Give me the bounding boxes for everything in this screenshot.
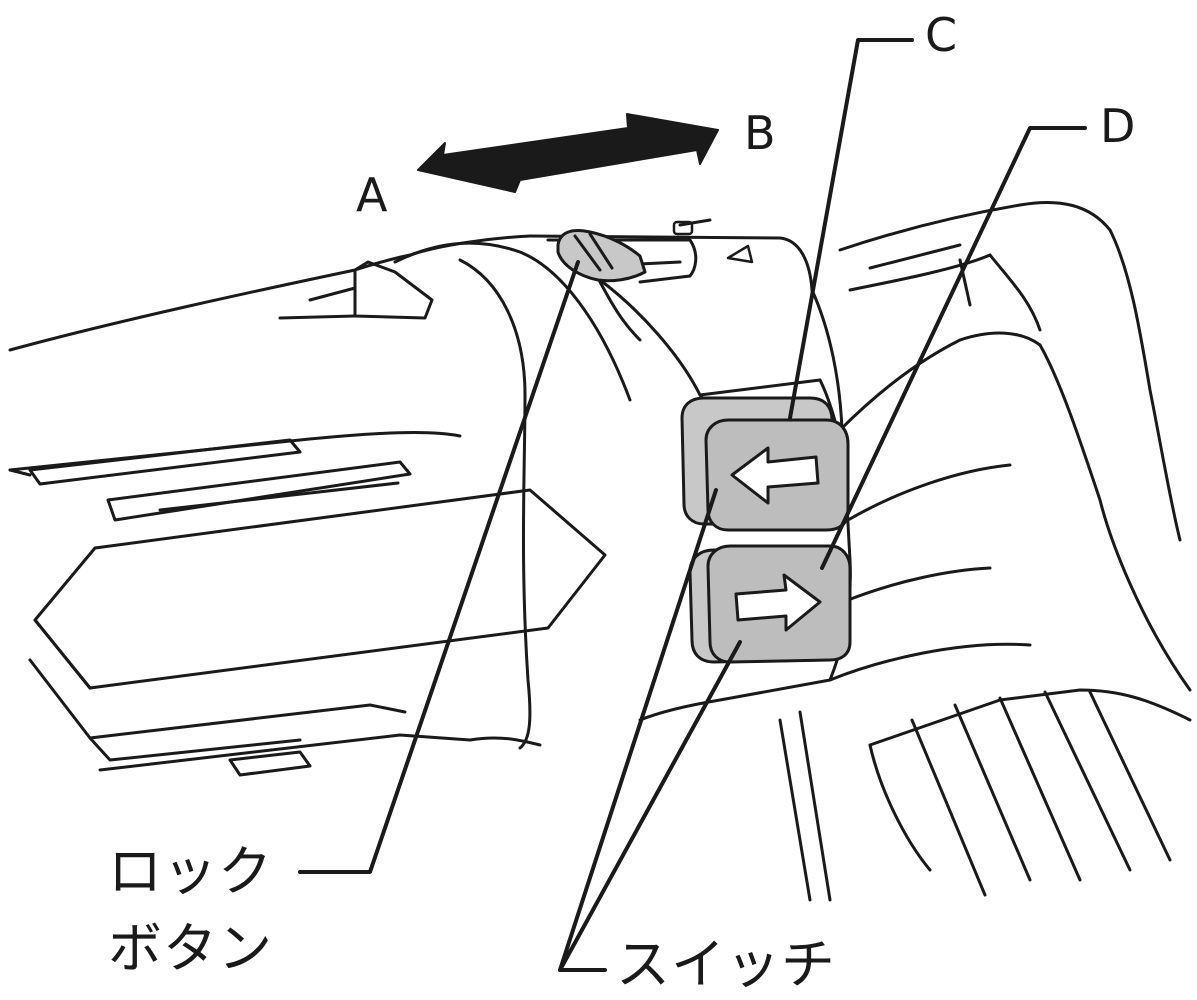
arrow-left-icon <box>730 446 820 505</box>
switch-button-d[interactable] <box>688 544 852 664</box>
label-d: D <box>1100 99 1136 153</box>
label-switch: スイッチ <box>616 933 836 996</box>
label-a: A <box>356 168 388 222</box>
switch-button-c[interactable] <box>680 396 850 532</box>
label-c: C <box>925 8 958 62</box>
label-b: B <box>744 106 776 160</box>
tool-body <box>8 200 1192 902</box>
double-arrow-icon <box>417 113 719 193</box>
label-lock-button-line2: ボタン <box>108 917 273 980</box>
arrow-right-icon <box>734 573 822 632</box>
lock-button[interactable] <box>556 229 647 283</box>
label-lock-button-line1: ロック <box>108 840 273 903</box>
leader-lines <box>298 38 1087 972</box>
